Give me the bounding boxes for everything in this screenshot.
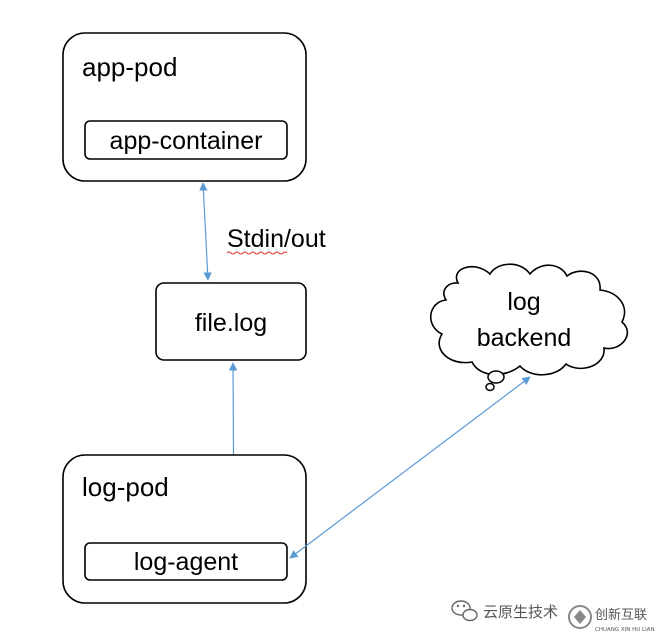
cloud-tail-bubble-small bbox=[485, 382, 495, 392]
wechat-icon bbox=[451, 600, 478, 622]
app-pod-title: app-pod bbox=[82, 52, 177, 82]
watermark-brand-subtext: CHUANG XIN HU LIAN bbox=[595, 627, 655, 633]
cloud-tail-bubble-large bbox=[487, 370, 505, 384]
watermark-brand-name: 创新互联 bbox=[595, 607, 647, 623]
watermark-channel-name: 云原生技术 bbox=[483, 603, 558, 621]
app-container-box bbox=[84, 120, 288, 160]
file-log-label: file.log bbox=[195, 309, 267, 337]
spellcheck-underline bbox=[226, 251, 288, 255]
cloud-label-line1: log bbox=[507, 288, 540, 316]
cloud-label-line2: backend bbox=[477, 324, 572, 352]
file-log-box bbox=[155, 282, 307, 361]
log-agent-label: log-agent bbox=[134, 548, 238, 576]
log-backend-cloud bbox=[430, 263, 629, 376]
app-container-label: app-container bbox=[110, 127, 263, 155]
log-pod-title: log-pod bbox=[82, 472, 169, 502]
stdin-out-label: Stdin/out bbox=[227, 225, 326, 253]
log-agent-box bbox=[84, 542, 288, 581]
stdin-out-arrow bbox=[199, 182, 212, 281]
brand-logo-icon bbox=[568, 605, 592, 629]
agent-to-backend-arrow bbox=[289, 376, 531, 559]
